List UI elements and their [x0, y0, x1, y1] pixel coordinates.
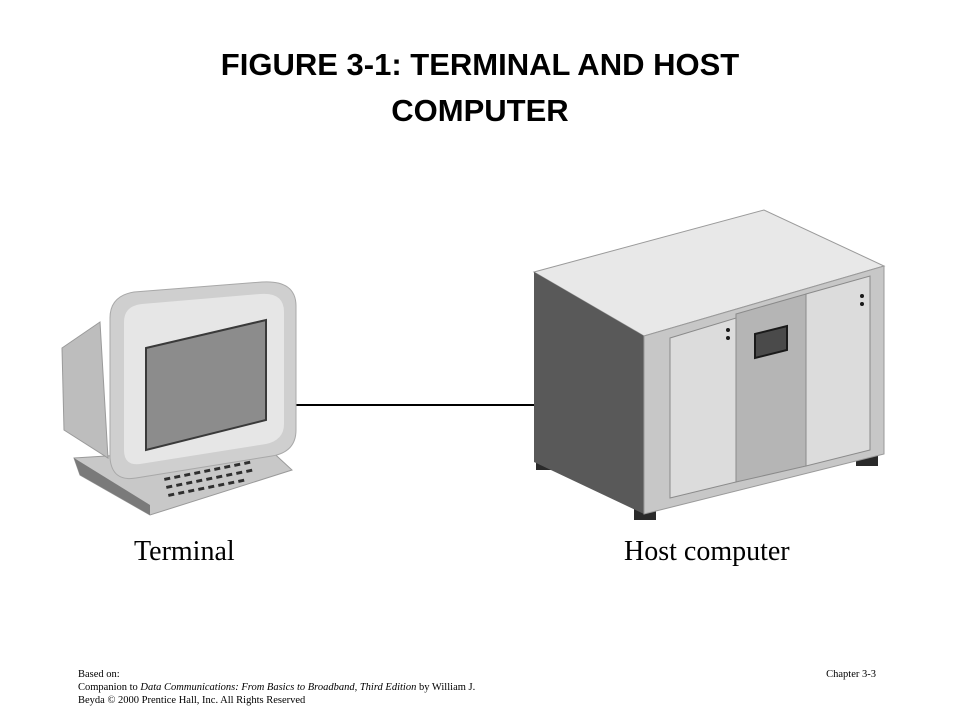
host-door-left — [669, 317, 737, 499]
host-center-strip — [735, 293, 807, 483]
book-title: Data Communications: From Basics to Broa… — [140, 682, 417, 693]
host-door-right — [805, 275, 871, 467]
companion-prefix: Companion to — [78, 682, 138, 693]
based-on-text: Based on: — [78, 669, 120, 680]
slide-title: FIGURE 3-1: TERMINAL AND HOST COMPUTER — [80, 42, 880, 134]
title-line-1: FIGURE 3-1: TERMINAL AND HOST — [220, 47, 740, 82]
host-side — [534, 272, 644, 514]
host-indicator-icon — [726, 328, 730, 332]
host-indicator-icon — [860, 302, 864, 306]
monitor-screen — [145, 318, 267, 452]
terminal-icon — [61, 281, 297, 516]
companion-line: Companion to Data Communications: From B… — [78, 681, 475, 694]
host-computer-label: Host computer — [624, 536, 790, 567]
terminal-label: Terminal — [134, 536, 235, 567]
source-credit: Based on: Companion to Data Communicatio… — [78, 668, 475, 707]
host-indicator-icon — [726, 336, 730, 340]
host-indicator-icon — [860, 294, 864, 298]
host-display-icon — [754, 324, 788, 360]
title-line-2: COMPUTER — [391, 93, 569, 128]
chapter-number: Chapter 3-3 — [826, 669, 876, 680]
monitor-housing — [61, 321, 109, 459]
copyright-text: Beyda © 2000 Prentice Hall, Inc. All Rig… — [78, 695, 306, 706]
author-text: by William J. — [418, 682, 476, 693]
host-computer-icon — [532, 209, 886, 520]
